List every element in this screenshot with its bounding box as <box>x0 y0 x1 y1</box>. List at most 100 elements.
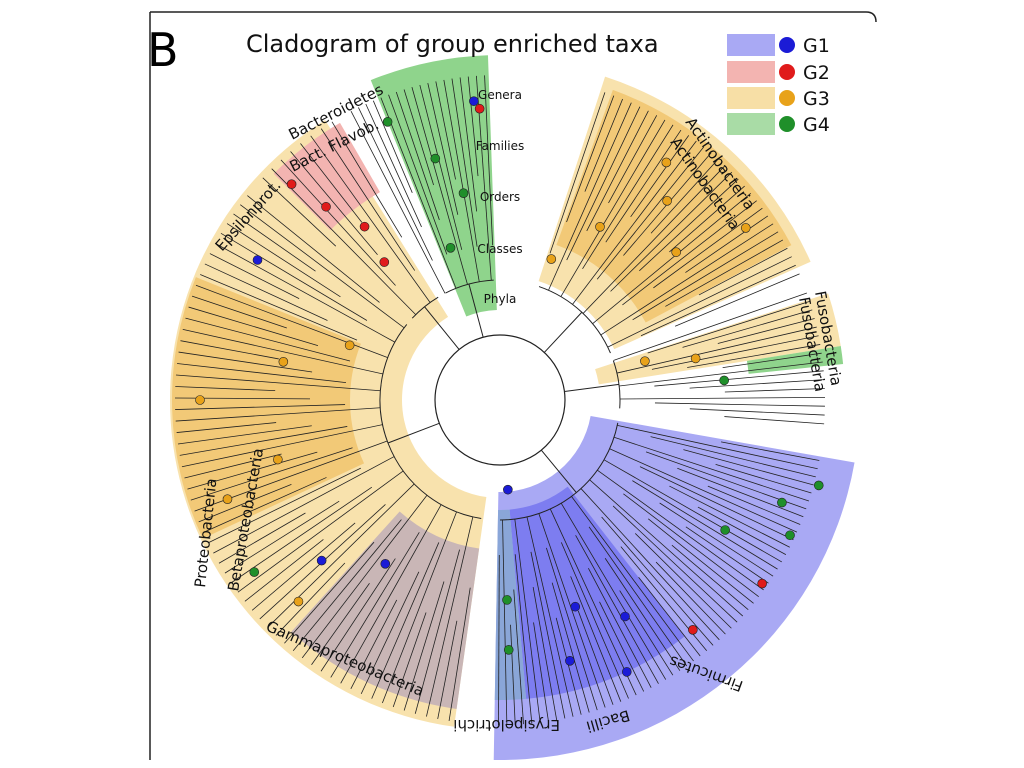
enriched-node <box>445 243 456 253</box>
leaf-branch <box>365 103 422 228</box>
enriched-nodes <box>195 96 824 677</box>
leaf-branch <box>320 128 416 271</box>
leaf-branch <box>392 612 427 708</box>
enriched-node <box>380 559 391 569</box>
leaf-branch <box>616 326 817 374</box>
enriched-node <box>222 494 233 504</box>
leaf-branch <box>187 451 318 490</box>
enriched-node <box>570 601 581 612</box>
legend-label-g3: G3 <box>803 88 830 110</box>
enriched-node <box>502 595 512 605</box>
enriched-node <box>777 497 787 508</box>
leaf-branch <box>588 568 652 688</box>
leaf-branch <box>597 469 764 591</box>
branch-trunk <box>540 449 577 493</box>
enriched-node <box>720 525 730 535</box>
leaf-branch <box>435 81 456 180</box>
leaf-branch <box>331 121 403 238</box>
branch-arc <box>379 324 482 520</box>
branch-arc <box>445 279 494 294</box>
leaf-branch <box>659 502 774 577</box>
leaf-branch <box>586 110 649 232</box>
leaf-branch <box>203 477 327 533</box>
leaf-branch <box>292 519 402 651</box>
leaf-branch <box>426 516 474 717</box>
branch-arc <box>538 286 611 354</box>
legend-swatch-g4 <box>727 113 775 135</box>
leaf-branch <box>638 576 701 657</box>
leaf-branch <box>669 485 790 548</box>
leaf-branch <box>371 542 440 699</box>
legend-swatch-g2 <box>727 61 775 83</box>
enriched-node <box>278 356 289 367</box>
figure-border <box>150 11 877 23</box>
leaf-branch <box>698 247 788 296</box>
legend-dot-g4 <box>779 116 795 132</box>
leaf-branch <box>571 496 694 662</box>
leaf-branch <box>689 408 825 416</box>
leaf-branch <box>350 599 398 689</box>
leaf-branch <box>280 159 396 286</box>
leaf-branch <box>623 493 759 598</box>
leaf-branch <box>195 284 388 358</box>
level-label-families: Families <box>476 139 524 153</box>
leaf-branch <box>372 100 413 193</box>
leaf-branch <box>619 396 825 400</box>
enriched-node <box>662 196 672 206</box>
leaf-branch <box>640 264 796 337</box>
enriched-node <box>688 625 698 635</box>
leaf-branch <box>639 178 739 272</box>
leaf-branch <box>560 503 667 680</box>
leaf-branch <box>669 185 745 253</box>
leaf-branch <box>340 504 442 684</box>
leaf-branch <box>191 295 287 329</box>
leaf-branch <box>310 135 431 303</box>
branch-arc <box>612 360 621 409</box>
leaf-branch <box>613 292 808 361</box>
leaf-branch <box>443 79 480 282</box>
branch-trunk <box>468 283 484 338</box>
leaf-branch <box>360 571 420 695</box>
leaf-branch <box>300 143 363 223</box>
leaf-branch <box>237 470 404 593</box>
leaf-branch <box>451 78 478 247</box>
enriched-node <box>359 221 370 232</box>
leaf-branch <box>275 562 346 636</box>
leaf-branch <box>538 513 606 708</box>
leaf-branch <box>724 388 825 393</box>
leaf-branch <box>226 223 341 298</box>
leaf-branch <box>720 441 820 461</box>
leaf-branch <box>671 544 749 611</box>
leaf-branch <box>551 582 590 713</box>
leaf-branch <box>570 576 622 702</box>
leaf-branch <box>251 522 356 611</box>
leaf-branch <box>575 535 659 684</box>
leaf-branch <box>650 158 719 234</box>
sector-gammaproteobacteria <box>291 511 480 709</box>
leaf-branch <box>632 231 779 321</box>
leaf-branch <box>403 581 445 711</box>
sector-betaproteobacteria <box>172 277 365 539</box>
leaf-branch <box>175 404 346 410</box>
enriched-node <box>316 555 327 566</box>
leaf-branch <box>653 207 763 289</box>
leaf-branch <box>596 146 705 280</box>
leaf-branch <box>181 424 383 468</box>
enriched-node <box>293 596 304 607</box>
leaf-branch <box>175 407 381 422</box>
enriched-node <box>503 645 514 655</box>
leaf-branch <box>176 422 277 433</box>
level-label-genera: Genera <box>478 88 522 102</box>
leaf-branch <box>233 213 316 272</box>
branch-trunk <box>387 422 440 444</box>
panel-label: B <box>147 23 179 77</box>
leaf-branch <box>231 486 373 584</box>
legend: G1 G2 G3 G4 <box>727 34 830 136</box>
leaf-branch <box>677 467 804 518</box>
leaf-branch <box>707 485 801 525</box>
leaf-branch <box>601 516 714 646</box>
leaf-branch <box>190 447 353 501</box>
branch-arc <box>411 296 439 319</box>
leaf-branch <box>467 76 479 177</box>
branch-trunk <box>424 306 460 350</box>
